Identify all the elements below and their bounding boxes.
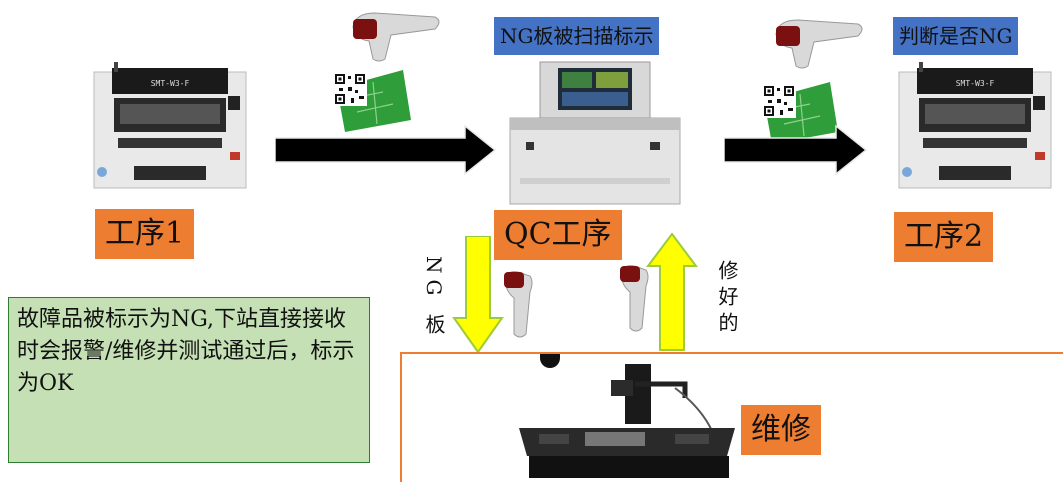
- step1-label: 工序1: [95, 209, 195, 259]
- arrow-ng-down: [452, 236, 504, 354]
- barcode-scanner-icon: [775, 19, 863, 69]
- barcode-scanner-icon: [352, 12, 440, 62]
- barcode-scanner-icon: [620, 265, 649, 332]
- smt-machine-1-icon: SMT-W3-F: [93, 62, 247, 189]
- ng-board-label: NG 板: [422, 256, 446, 340]
- rework-marker: [540, 354, 560, 368]
- step2-label: 工序2: [894, 212, 994, 262]
- arrow-qc-to-step2: [724, 124, 868, 176]
- arrow-repaired-up: [646, 232, 698, 351]
- arrow-step1-to-qc: [275, 124, 497, 176]
- smt-machine-2-icon: SMT-W3-F: [898, 62, 1052, 189]
- qr-code-icon: [333, 72, 367, 106]
- qc-label: QC工序: [494, 210, 622, 260]
- repaired-label: 修好的: [715, 260, 739, 338]
- repair-frame-top: [400, 352, 1063, 354]
- qr-code-icon: [762, 84, 796, 118]
- barcode-scanner-icon: [504, 271, 533, 338]
- repair-frame-left: [400, 352, 402, 482]
- svg-text:SMT-W3-F: SMT-W3-F: [151, 79, 190, 88]
- note-box: 故障品被标示为NG,下站直接接收时会报警/维修并测试通过后，标示为OK: [8, 297, 370, 463]
- svg-text:SMT-W3-F: SMT-W3-F: [956, 79, 995, 88]
- aoi-machine-icon: [509, 61, 681, 205]
- rework-station-icon: [515, 358, 740, 482]
- judge-ng-label: 判断是否NG: [893, 17, 1019, 55]
- ng-scanned-label: NG板被扫描标示: [494, 17, 660, 55]
- repair-label: 维修: [741, 405, 821, 455]
